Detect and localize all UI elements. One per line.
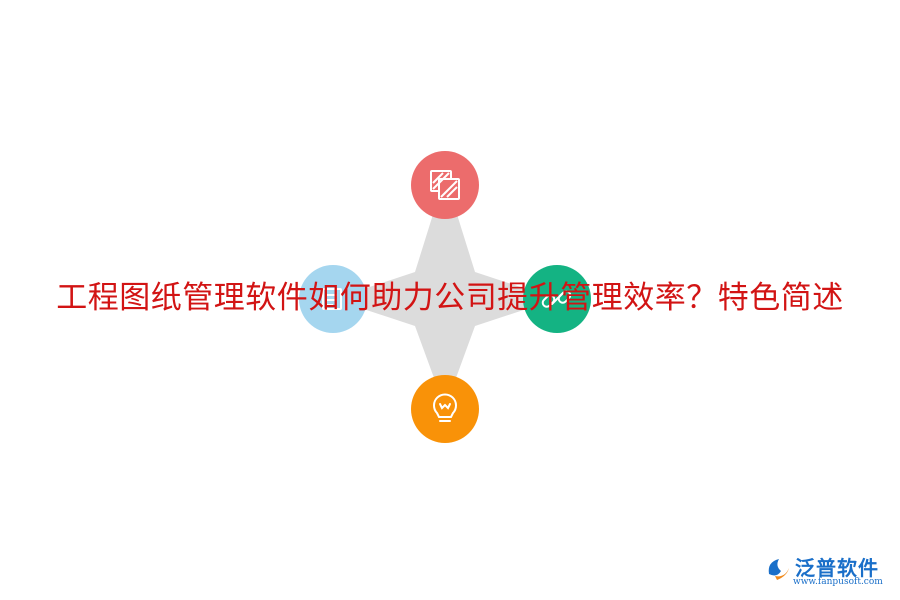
page-title: 工程图纸管理软件如何助力公司提升管理效率？特色简述 xyxy=(56,280,844,316)
lightbulb-icon xyxy=(433,393,457,422)
node-left xyxy=(299,265,367,333)
layers-icon xyxy=(430,170,460,200)
fanpu-logo-icon xyxy=(768,559,789,580)
document-icon xyxy=(322,288,342,310)
node-bottom xyxy=(411,375,479,443)
logo-url: www.fanpusoft.com xyxy=(793,577,883,587)
link-icon xyxy=(541,290,572,308)
node-top xyxy=(411,151,479,219)
brand-logo: 泛普软件 www.fanpusoft.com xyxy=(763,552,888,592)
node-right xyxy=(523,265,591,333)
logo-name: 泛普软件 xyxy=(795,556,879,580)
star-shape xyxy=(333,176,557,408)
